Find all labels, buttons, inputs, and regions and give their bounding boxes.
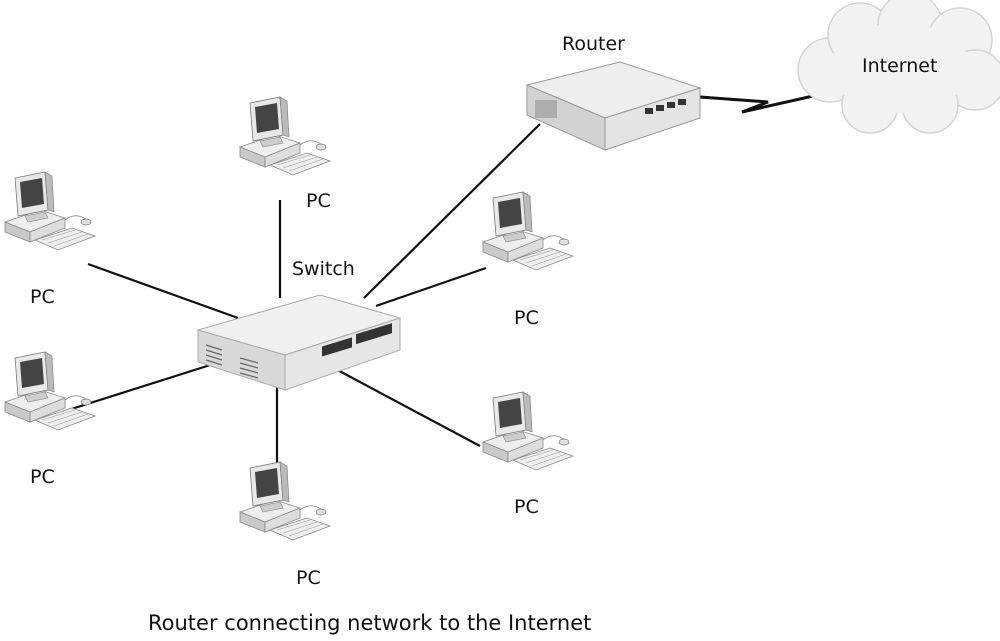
switch-label: Switch [292, 258, 355, 280]
link-pc-right [375, 266, 487, 308]
internet-label: Internet [862, 55, 938, 77]
pc-bottom-label: PC [296, 567, 321, 589]
router-device [525, 61, 702, 151]
switch-device [196, 294, 402, 391]
pc-right-label: PC [514, 307, 539, 329]
pc-bottom-right-label: PC [514, 496, 539, 518]
caption: Router connecting network to the Interne… [148, 611, 592, 635]
link-pc-left-top [87, 262, 239, 320]
router-label: Router [562, 33, 625, 55]
link-pc-bottom-right [329, 365, 481, 447]
pc-bottom-right [482, 391, 574, 471]
internet-cloud [797, 0, 1000, 134]
pc-left-bottom-label: PC [30, 466, 55, 488]
pc-right [482, 191, 574, 271]
pc-top [239, 96, 331, 176]
link-router [363, 123, 541, 299]
pc-left-top-label: PC [30, 286, 55, 308]
pc-left-top [4, 171, 96, 251]
pc-bottom [239, 461, 331, 541]
pc-left-bottom [4, 351, 96, 431]
wan-link-zigzag [699, 92, 823, 114]
pc-top-label: PC [306, 190, 331, 212]
